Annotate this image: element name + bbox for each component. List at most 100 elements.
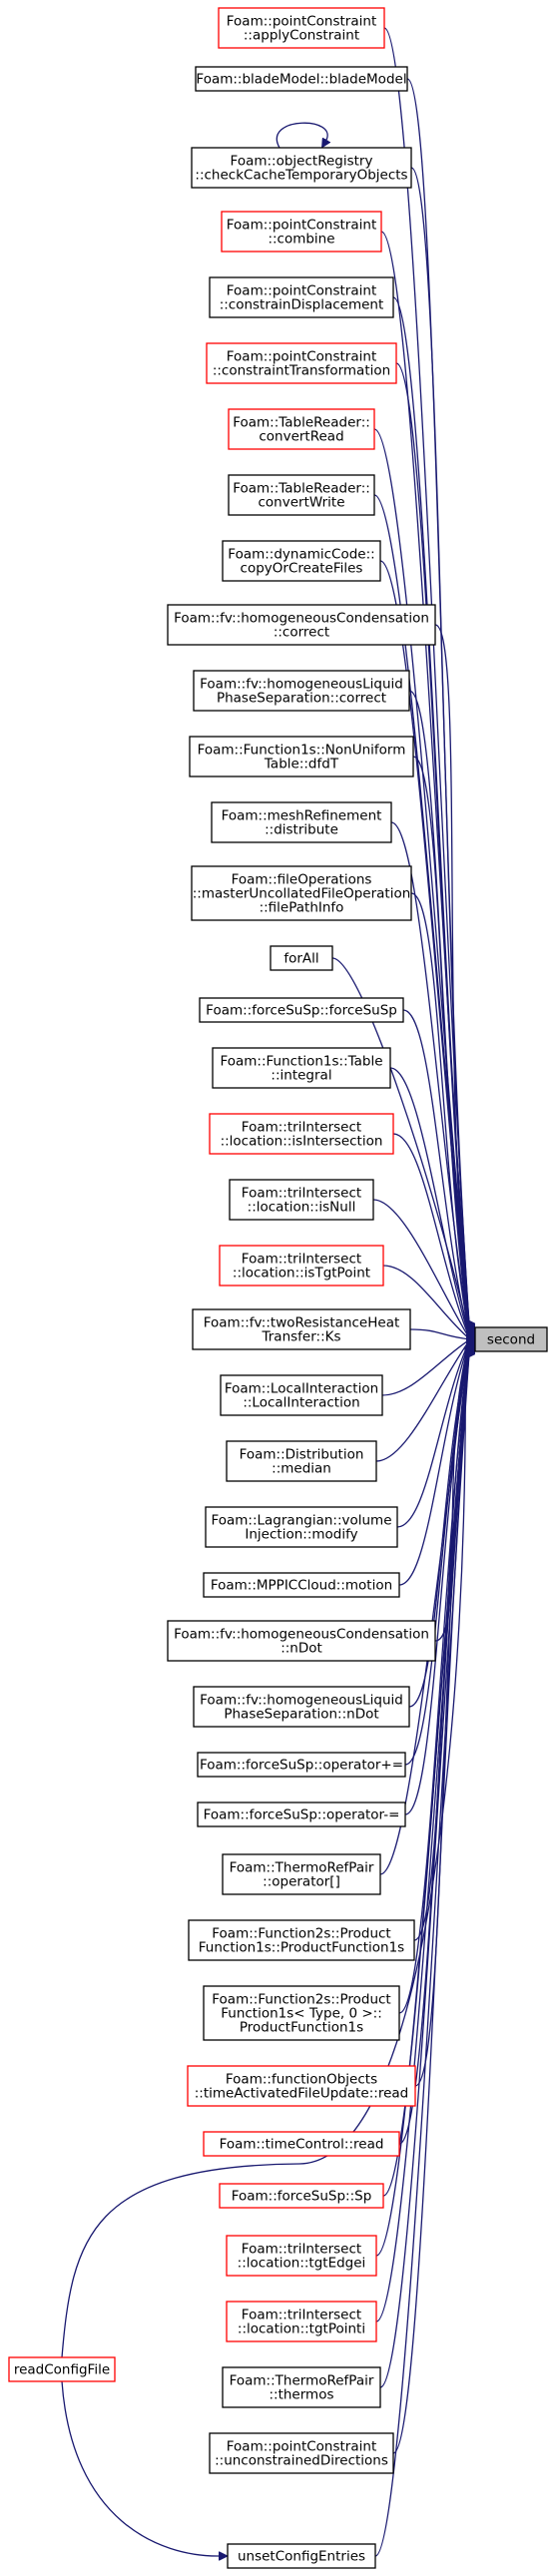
target-node-second: second bbox=[474, 1326, 548, 1352]
node-label-line: Foam::forceSuSp::operator-= bbox=[204, 1807, 400, 1823]
node-label-line: Transfer::Ks bbox=[261, 1329, 340, 1345]
graph-node-motion[interactable]: Foam::MPPICCloud::motion bbox=[203, 1572, 400, 1598]
graph-node-is-null[interactable]: Foam::triIntersect::location::isNull bbox=[229, 1179, 374, 1221]
node-label-line: Injection::modify bbox=[245, 1527, 357, 1543]
graph-node-check-cache[interactable]: Foam::objectRegistry::checkCacheTemporar… bbox=[191, 147, 412, 189]
graph-node-sp[interactable]: Foam::forceSuSp::Sp bbox=[219, 2183, 384, 2209]
node-label-line: Foam::triIntersect bbox=[242, 2308, 361, 2323]
graph-node-correct-liquid[interactable]: Foam::fv::homogeneousLiquidPhaseSeparati… bbox=[193, 670, 410, 712]
graph-nodes: Foam::pointConstraint::applyConstraintFo… bbox=[8, 7, 548, 2569]
node-label-line: ::LocalInteraction bbox=[243, 1395, 359, 1411]
graph-node-op-minus[interactable]: Foam::forceSuSp::operator-= bbox=[197, 1802, 406, 1827]
graph-node-for-all[interactable]: forAll bbox=[270, 945, 333, 971]
node-box bbox=[203, 1572, 400, 1598]
graph-node-correct-cond[interactable]: Foam::fv::homogeneousCondensation::corre… bbox=[167, 604, 436, 646]
node-label-line: Foam::functionObjects bbox=[226, 2072, 377, 2088]
graph-node-op-plus[interactable]: Foam::forceSuSp::operator+= bbox=[197, 1752, 406, 1778]
graph-node-integral[interactable]: Foam::Function1s::Table::integral bbox=[212, 1047, 391, 1089]
node-label-line: second bbox=[487, 1332, 535, 1348]
graph-node-n-dot-cond[interactable]: Foam::fv::homogeneousCondensation::nDot bbox=[167, 1620, 436, 1662]
node-label-line: unsetConfigEntries bbox=[238, 2549, 365, 2565]
edge-is-tgt-point-to-second bbox=[382, 1265, 474, 1338]
graph-node-convert-write[interactable]: Foam::TableReader::convertWrite bbox=[228, 474, 375, 516]
graph-node-modify[interactable]: Foam::Lagrangian::volumeInjection::modif… bbox=[205, 1506, 398, 1548]
graph-node-unconstrained-directions[interactable]: Foam::pointConstraint::unconstrainedDire… bbox=[209, 2432, 394, 2474]
node-box bbox=[167, 604, 436, 646]
node-label-line: Foam::triIntersect bbox=[242, 1186, 361, 1202]
graph-node-median[interactable]: Foam::Distribution::median bbox=[226, 1440, 377, 1482]
node-box bbox=[209, 2432, 394, 2474]
node-box bbox=[222, 2366, 381, 2408]
node-label-line: PhaseSeparation::correct bbox=[217, 691, 386, 707]
node-box bbox=[206, 342, 397, 384]
graph-node-constraint-transformation[interactable]: Foam::pointConstraint::constraintTransfo… bbox=[206, 342, 397, 384]
node-label-line: Foam::fv::homogeneousLiquid bbox=[200, 677, 403, 693]
node-box bbox=[474, 1326, 548, 1352]
graph-node-combine[interactable]: Foam::pointConstraint::combine bbox=[221, 211, 382, 253]
graph-node-tgt-edgei[interactable]: Foam::triIntersect::location::tgtEdgei bbox=[226, 2235, 377, 2277]
node-label-line: Foam::pointConstraint bbox=[227, 218, 376, 234]
node-label-line: Foam::Function1s::NonUniform bbox=[198, 743, 406, 759]
node-label-line: ::combine bbox=[268, 232, 334, 248]
node-label-line: forAll bbox=[283, 951, 318, 967]
node-label-line: Foam::Function2s::Product bbox=[212, 1926, 390, 1942]
edge-unset-config-entries-to-second bbox=[374, 1354, 474, 2557]
edge-thermos-to-second bbox=[379, 1352, 474, 2388]
graph-node-product-function1s-type[interactable]: Foam::Function2s::ProductFunction1s< Typ… bbox=[203, 1985, 400, 2041]
node-label-line: ::filePathInfo bbox=[260, 900, 344, 916]
node-label-line: ::checkCacheTemporaryObjects bbox=[195, 168, 407, 184]
graph-node-convert-read[interactable]: Foam::TableReader::convertRead bbox=[228, 408, 375, 450]
node-box bbox=[192, 1308, 411, 1350]
node-label-line: Foam::dynamicCode:: bbox=[228, 547, 374, 563]
node-label-line: ::location::tgtEdgei bbox=[238, 2256, 366, 2272]
node-label-line: Foam::triIntersect bbox=[242, 1120, 361, 1136]
node-label-line: ::median bbox=[272, 1461, 331, 1477]
graph-node-time-control-read[interactable]: Foam::timeControl::read bbox=[203, 2131, 400, 2157]
edge-correct-cond-to-second bbox=[434, 624, 474, 1330]
node-box bbox=[221, 211, 382, 253]
edge-file-path-info-to-second bbox=[410, 892, 474, 1334]
graph-node-blade-model[interactable]: Foam::bladeModel::bladeModel bbox=[195, 66, 408, 92]
graph-node-is-intersection[interactable]: Foam::triIntersect::location::isIntersec… bbox=[209, 1113, 394, 1155]
graph-node-distribute[interactable]: Foam::meshRefinement::distribute bbox=[211, 801, 392, 843]
node-box bbox=[199, 997, 404, 1023]
graph-node-time-activated-read[interactable]: Foam::functionObjects::timeActivatedFile… bbox=[187, 2065, 416, 2107]
node-label-line: Foam::Function1s::Table bbox=[220, 1054, 382, 1070]
graph-node-op-index[interactable]: Foam::ThermoRefPair::operator[] bbox=[222, 1853, 381, 1895]
edge-read-config-file-to-unset-config-entries bbox=[61, 2380, 227, 2556]
node-box bbox=[218, 7, 385, 49]
node-label-line: Foam::pointConstraint bbox=[227, 283, 376, 299]
graph-node-is-tgt-point[interactable]: Foam::triIntersect::location::isTgtPoint bbox=[219, 1245, 384, 1287]
graph-node-n-dot-liquid[interactable]: Foam::fv::homogeneousLiquidPhaseSeparati… bbox=[193, 1686, 410, 1728]
graph-node-constrain-displacement[interactable]: Foam::pointConstraint::constrainDisplace… bbox=[209, 276, 394, 318]
node-label-line: convertRead bbox=[259, 429, 343, 445]
edge-check-cache-to-second bbox=[410, 167, 474, 1325]
graph-node-force-su-sp[interactable]: Foam::forceSuSp::forceSuSp bbox=[199, 997, 404, 1023]
edge-constrain-displacement-to-second bbox=[392, 296, 474, 1326]
graph-node-product-function1s[interactable]: Foam::Function2s::ProductFunction1s::Pro… bbox=[188, 1919, 415, 1961]
node-box bbox=[226, 1440, 377, 1482]
graph-node-copy-or-create-files[interactable]: Foam::dynamicCode::copyOrCreateFiles bbox=[222, 540, 381, 582]
node-label-line: Foam::LocalInteraction bbox=[225, 1381, 378, 1397]
edge-op-index-to-second bbox=[379, 1345, 474, 1875]
edge-product-function1s-type-to-second bbox=[398, 1347, 474, 2014]
node-box bbox=[193, 1686, 410, 1728]
graph-node-tgt-pointi[interactable]: Foam::triIntersect::location::tgtPointi bbox=[226, 2301, 377, 2342]
graph-node-apply-constraint[interactable]: Foam::pointConstraint::applyConstraint bbox=[218, 7, 385, 49]
graph-node-read-config-file[interactable]: readConfigFile bbox=[8, 2356, 116, 2382]
node-label-line: copyOrCreateFiles bbox=[241, 561, 363, 577]
node-label-line: ::distribute bbox=[265, 822, 338, 838]
node-box bbox=[167, 1620, 436, 1662]
node-label-line: Foam::pointConstraint bbox=[227, 349, 376, 365]
graph-node-local-interaction[interactable]: Foam::LocalInteraction::LocalInteraction bbox=[220, 1374, 383, 1416]
node-box bbox=[188, 1919, 415, 1961]
edge-is-intersection-to-second bbox=[392, 1133, 474, 1337]
graph-node-file-path-info[interactable]: Foam::fileOperations::masterUncollatedFi… bbox=[191, 865, 412, 921]
edge-motion-to-second bbox=[398, 1342, 474, 1586]
graph-node-unset-config-entries[interactable]: unsetConfigEntries bbox=[227, 2543, 376, 2569]
graph-node-thermos[interactable]: Foam::ThermoRefPair::thermos bbox=[222, 2366, 381, 2408]
node-box bbox=[212, 1047, 391, 1089]
edge-convert-read-to-second bbox=[373, 428, 474, 1328]
